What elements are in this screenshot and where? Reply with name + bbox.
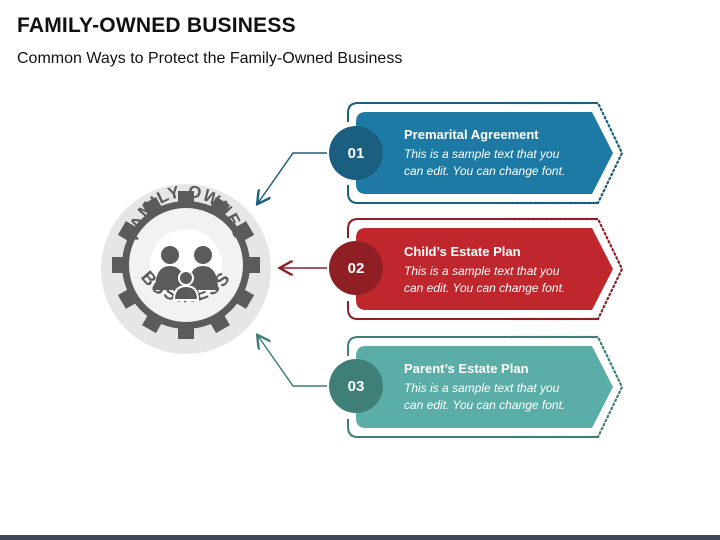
card-outline-bottom [347, 185, 598, 204]
card-body [356, 228, 613, 310]
card-dotted-chevron [508, 335, 624, 439]
card-outline-bottom [347, 419, 598, 438]
card-desc-line2: can edit. You can change font. [404, 281, 566, 295]
card-desc-line1: This is a sample text that you [404, 147, 560, 161]
connector-01 [258, 152, 327, 203]
footer-bar [0, 535, 720, 540]
card-title: Parent’s Estate Plan [404, 361, 529, 376]
step-number-02: 02 [329, 241, 383, 295]
cards-layer [347, 101, 624, 439]
card-desc-line1: This is a sample text that you [404, 264, 560, 278]
card-body [356, 346, 613, 428]
card-text-02: Child’s Estate Plan This is a sample tex… [404, 244, 614, 297]
step-number-01: 01 [329, 126, 383, 180]
card-title: Child’s Estate Plan [404, 244, 521, 259]
card-outline [347, 336, 598, 356]
card-text-03: Parent’s Estate Plan This is a sample te… [404, 361, 614, 414]
page-subtitle: Common Ways to Protect the Family-Owned … [17, 50, 403, 67]
card-outline-bottom [347, 301, 598, 320]
card-dotted-chevron [508, 217, 624, 321]
card-dotted-chevron [508, 101, 624, 205]
card-desc-line1: This is a sample text that you [404, 381, 560, 395]
card-desc-line2: can edit. You can change font. [404, 164, 566, 178]
card-body [356, 112, 613, 194]
connector-03 [258, 336, 327, 387]
card-desc-line2: can edit. You can change font. [404, 398, 566, 412]
step-number-03: 03 [329, 359, 383, 413]
center-gear-icon [101, 184, 271, 354]
card-text-01: Premarital Agreement This is a sample te… [404, 127, 614, 180]
family-icon [155, 246, 218, 301]
card-outline [347, 218, 598, 238]
card-outline [347, 102, 598, 122]
page-title: FAMILY-OWNED BUSINESS [17, 14, 296, 37]
card-title: Premarital Agreement [404, 127, 539, 142]
